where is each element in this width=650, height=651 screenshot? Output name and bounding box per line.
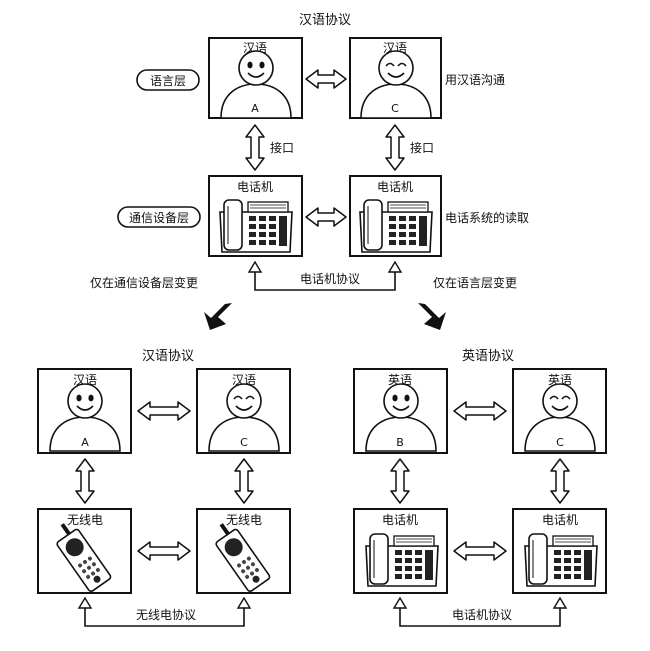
right-interface-label: 接口 xyxy=(410,140,434,155)
bl-box-c-title: 汉语 xyxy=(232,373,256,387)
language-layer-label: 语言层 xyxy=(150,74,186,88)
br-person-b-label: B xyxy=(396,436,404,449)
bl-right-interface-arrow-icon xyxy=(234,458,254,504)
device-layer-label: 通信设备层 xyxy=(129,211,189,225)
change-left-label: 仅在通信设备层变更 xyxy=(90,275,198,290)
left-interface-label: 接口 xyxy=(270,140,294,155)
br-phone-protocol-label: 电话机协议 xyxy=(452,607,512,622)
change-right-label: 仅在语言层变更 xyxy=(433,275,517,290)
br-device-arrow-icon xyxy=(453,541,507,561)
phone-icon xyxy=(219,199,293,253)
br-right-interface-arrow-icon xyxy=(550,458,570,504)
language-description: 用汉语沟通 xyxy=(445,73,505,87)
br-phone-left-title: 电话机 xyxy=(382,513,418,527)
device-description: 电话系统的读取 xyxy=(445,210,529,225)
bl-language-arrow-icon xyxy=(137,401,191,421)
top-person-c-label: C xyxy=(391,102,399,115)
br-person-c-label: C xyxy=(556,436,564,449)
bl-radio-protocol-bracket xyxy=(84,604,245,627)
top-phone-protocol-bracket xyxy=(254,268,396,291)
top-phone-left-title: 电话机 xyxy=(237,180,273,194)
phone-icon xyxy=(365,533,439,587)
device-layer-pill xyxy=(117,206,201,228)
br-language-arrow-icon xyxy=(453,401,507,421)
top-language-arrow-icon xyxy=(305,69,347,89)
top-phone-protocol-label: 电话机协议 xyxy=(300,271,360,286)
br-protocol-label: 英语协议 xyxy=(462,349,514,364)
bl-protocol-label: 汉语协议 xyxy=(142,349,194,364)
bl-radio-right-title: 无线电 xyxy=(226,513,262,527)
phone-icon xyxy=(359,199,433,253)
top-protocol-label: 汉语协议 xyxy=(299,13,351,28)
right-branch-arrow-icon xyxy=(418,303,446,330)
language-layer-pill xyxy=(136,69,200,91)
bl-box-a-title: 汉语 xyxy=(73,373,97,387)
br-phone-protocol-bracket xyxy=(399,604,561,627)
br-box-c-title: 英语 xyxy=(548,373,572,387)
bl-person-c-label: C xyxy=(240,436,248,449)
br-phone-right-title: 电话机 xyxy=(542,513,578,527)
bl-person-a-label: A xyxy=(81,436,89,449)
bl-device-arrow-icon xyxy=(137,541,191,561)
br-box-b-title: 英语 xyxy=(388,373,412,387)
top-device-arrow-icon xyxy=(305,207,347,227)
left-branch-arrow-icon xyxy=(204,303,232,330)
right-interface-arrow-icon xyxy=(385,124,405,171)
bl-radio-left-title: 无线电 xyxy=(67,513,103,527)
bl-radio-protocol-label: 无线电协议 xyxy=(136,607,196,622)
top-phone-right-title: 电话机 xyxy=(377,180,413,194)
top-person-a-label: A xyxy=(251,102,259,115)
left-interface-arrow-icon xyxy=(245,124,265,171)
br-left-interface-arrow-icon xyxy=(390,458,410,504)
phone-icon xyxy=(524,533,598,587)
bl-left-interface-arrow-icon xyxy=(75,458,95,504)
